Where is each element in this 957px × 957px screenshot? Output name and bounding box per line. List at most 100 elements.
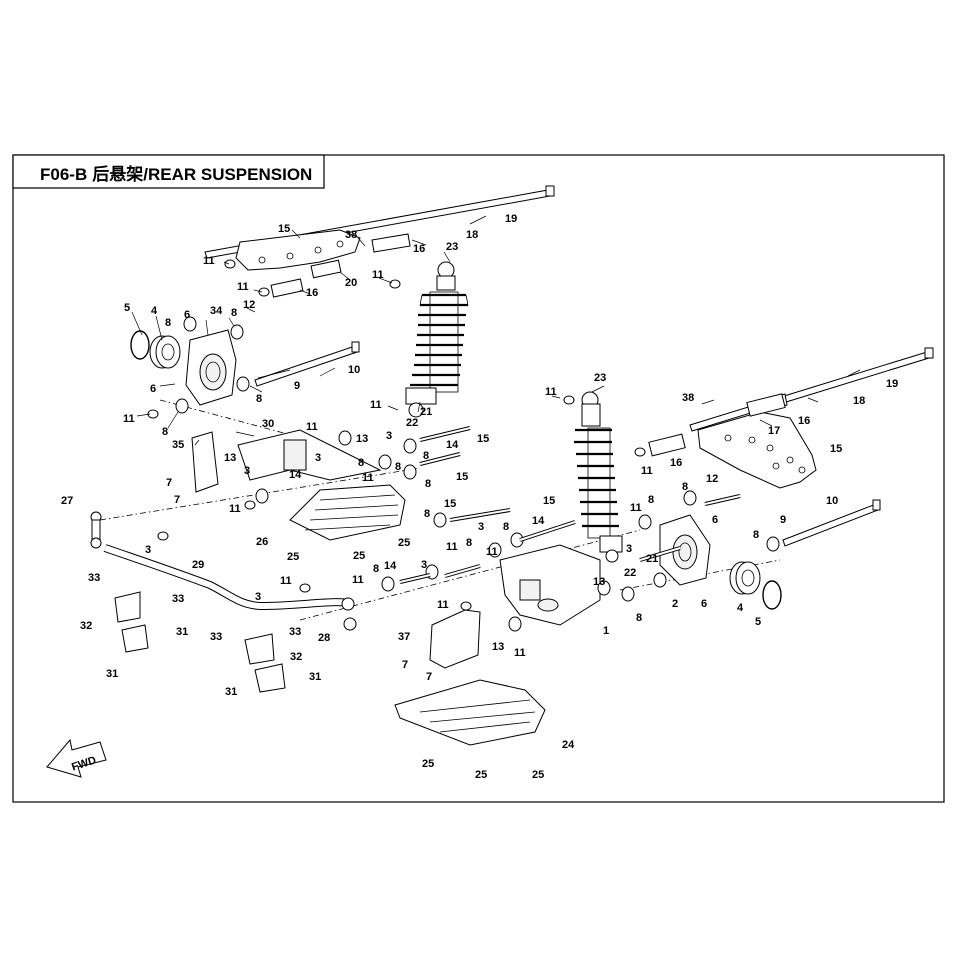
callout: 4: [151, 305, 158, 317]
callout: 11: [630, 502, 642, 514]
callout: 11: [446, 541, 458, 553]
callout: 7: [174, 494, 180, 506]
callout: 11: [641, 465, 653, 477]
short-bolts: [399, 426, 741, 584]
callout: 8: [682, 481, 688, 493]
callout: 11: [362, 472, 374, 484]
callout: 3: [626, 543, 632, 555]
callout: 30: [262, 418, 274, 430]
callout: 8: [424, 508, 430, 520]
callout: 34: [210, 305, 223, 317]
callout: 11: [437, 599, 449, 611]
left-bearing-4: [149, 335, 181, 369]
centerline-c: [159, 399, 311, 441]
callout: 7: [426, 671, 432, 683]
stabilizer-bar-29: [103, 544, 351, 611]
callout: 38: [682, 392, 694, 404]
left-knuckle-34: [185, 329, 237, 406]
callout: 10: [348, 364, 360, 376]
callout: 8: [395, 461, 401, 473]
callout: 3: [255, 591, 261, 603]
callout: 21: [420, 406, 432, 418]
callout: 7: [402, 659, 408, 671]
callout: 28: [318, 632, 330, 644]
callout: 8: [256, 393, 262, 405]
callout: 22: [624, 567, 636, 579]
callout: 27: [61, 495, 73, 507]
left-spacer-18: [371, 233, 411, 253]
callout: 32: [80, 620, 92, 632]
diagram-title: F06-B 后悬架/REAR SUSPENSION: [40, 164, 312, 184]
callout: 17: [768, 425, 780, 437]
diagram-frame: [12, 154, 945, 803]
diagram-title-en: /REAR SUSPENSION: [143, 165, 312, 184]
diagram-code: F06-B: [40, 165, 87, 184]
callout: 11: [229, 503, 241, 515]
left-snap-ring-5: [130, 330, 150, 360]
callout: 18: [853, 395, 865, 407]
callout: 26: [256, 536, 268, 548]
callout: 11: [370, 399, 382, 411]
callout: 11: [352, 574, 364, 586]
callout: 9: [294, 380, 300, 392]
callout: 31: [176, 626, 188, 638]
callout: 11: [514, 647, 526, 659]
left-shock-absorber: [405, 261, 469, 418]
callout: 14: [532, 515, 545, 527]
right-shock-absorber: [574, 391, 623, 563]
right-lower-arm-1: [499, 544, 601, 626]
callout: 13: [492, 641, 504, 653]
callout: 38: [345, 229, 357, 241]
callout: 11: [203, 255, 215, 267]
callout: 11: [372, 269, 384, 281]
callout: 15: [543, 495, 555, 507]
callout: 6: [701, 598, 707, 610]
callout: 33: [210, 631, 222, 643]
stabilizer-clamp-right: [244, 633, 286, 693]
callout: 13: [593, 576, 605, 588]
callout: 12: [243, 299, 255, 311]
callout: 25: [475, 769, 487, 781]
callout: 13: [356, 433, 368, 445]
callout: 19: [505, 213, 517, 225]
callout: 6: [712, 514, 718, 526]
right-lower-bolt-10: [782, 499, 881, 547]
callout: 15: [444, 498, 456, 510]
callout: 8: [425, 478, 431, 490]
callout: 2: [672, 598, 678, 610]
callout-labels: 15 38 19 18 23 16 11 11 11 20 16 5 4 6 3…: [61, 213, 898, 781]
callout: 14: [446, 439, 459, 451]
centerline-b: [299, 529, 641, 621]
callout: 33: [88, 572, 100, 584]
guard-plate-37: [429, 609, 481, 669]
callout: 21: [646, 553, 658, 565]
lower-left-bolt-10: [254, 341, 360, 387]
callout: 1: [603, 625, 609, 637]
callout: 11: [486, 546, 498, 558]
callout: 25: [353, 550, 365, 562]
callout: 3: [145, 544, 151, 556]
callout: 6: [184, 309, 190, 321]
small-hardware: [147, 259, 780, 632]
callout: 33: [289, 626, 301, 638]
callout: 13: [224, 452, 236, 464]
title-box: F06-B 后悬架/REAR SUSPENSION: [12, 154, 325, 189]
diagram-title-cn: 后悬架: [92, 164, 143, 184]
callout: 8: [636, 612, 642, 624]
callout: 4: [737, 602, 744, 614]
callout: 16: [306, 287, 318, 299]
callout: 15: [456, 471, 468, 483]
callout: 3: [478, 521, 484, 533]
callout: 29: [192, 559, 204, 571]
callout: 31: [106, 668, 118, 680]
callout: 8: [753, 529, 759, 541]
link-rod-27: [90, 511, 102, 549]
callout: 35: [172, 439, 184, 451]
callout: 8: [423, 450, 429, 462]
callout: 22: [406, 417, 418, 429]
leader-lines: [131, 215, 861, 446]
left-lower-arm-30: [237, 429, 382, 481]
skid-plate-26: [289, 484, 406, 541]
right-knuckle-2: [659, 514, 711, 586]
